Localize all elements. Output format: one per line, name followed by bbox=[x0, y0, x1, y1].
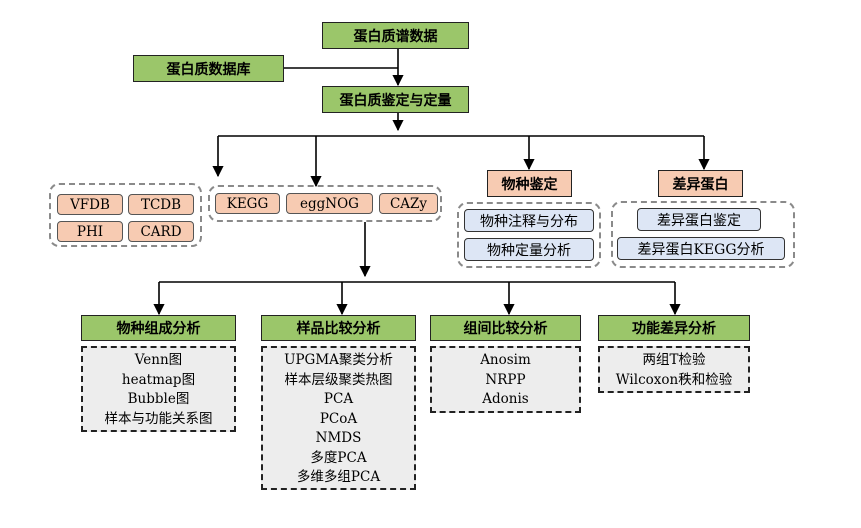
protein-identification-label: 蛋白质鉴定与定量 bbox=[339, 92, 452, 109]
analysis-title: 功能差异分析 bbox=[632, 321, 716, 337]
protein-ms-data-label: 蛋白质谱数据 bbox=[353, 28, 438, 45]
analysis-items-box: Venn图 heatmap图 Bubble图 样本与功能关系图 bbox=[81, 346, 236, 432]
analysis-item: 样本层级聚类热图 bbox=[284, 371, 393, 388]
database-label: CAZy bbox=[389, 195, 428, 212]
species-item: 物种注释与分布 bbox=[464, 209, 594, 232]
database-label: TCDB bbox=[140, 196, 182, 213]
analysis-item: PCoA bbox=[319, 410, 358, 427]
differential-protein-label: 差异蛋白 bbox=[672, 176, 729, 193]
database-group-a bbox=[49, 183, 202, 247]
database-pill: eggNOG bbox=[286, 193, 373, 214]
database-label: KEGG bbox=[226, 195, 269, 212]
analysis-item: PCA bbox=[323, 391, 354, 407]
database-label: PHI bbox=[76, 223, 104, 240]
analysis-item: NMDS bbox=[315, 430, 362, 446]
analysis-item: UPGMA聚类分析 bbox=[284, 352, 393, 368]
analysis-item: heatmap图 bbox=[121, 371, 196, 388]
species-item-label: 物种定量分析 bbox=[487, 242, 571, 259]
database-label: eggNOG bbox=[300, 195, 359, 212]
analysis-items-box: Anosim NRPP Adonis bbox=[430, 346, 581, 413]
analysis-item: Adonis bbox=[482, 391, 529, 407]
differential-item: 差异蛋白鉴定 bbox=[637, 208, 761, 231]
species-item-label: 物种注释与分布 bbox=[480, 213, 578, 230]
database-label: VFDB bbox=[70, 196, 110, 213]
differential-protein-box: 差异蛋白 bbox=[658, 170, 743, 197]
analysis-title-box: 物种组成分析 bbox=[81, 315, 236, 341]
analysis-item: NRPP bbox=[485, 371, 526, 388]
analysis-title: 物种组成分析 bbox=[116, 321, 201, 337]
analysis-item: 样本与功能关系图 bbox=[104, 410, 213, 427]
differential-item: 差异蛋白KEGG分析 bbox=[617, 237, 785, 260]
database-pill: CARD bbox=[128, 221, 194, 242]
database-group-b bbox=[208, 185, 442, 222]
analysis-title: 样品比较分析 bbox=[296, 321, 381, 337]
analysis-item: Venn图 bbox=[134, 352, 183, 368]
differential-item-label: 差异蛋白KEGG分析 bbox=[637, 241, 765, 258]
differential-group bbox=[611, 201, 795, 268]
species-group bbox=[457, 202, 601, 268]
protein-database-label: 蛋白质数据库 bbox=[166, 61, 251, 78]
analysis-items-box: 两组T检验 Wilcoxon秩和检验 bbox=[598, 346, 750, 393]
database-pill: TCDB bbox=[128, 194, 194, 215]
database-label: CARD bbox=[140, 223, 182, 240]
analysis-title-box: 样品比较分析 bbox=[261, 315, 416, 341]
analysis-item: 两组T检验 bbox=[642, 352, 706, 368]
analysis-item: 多维多组PCA bbox=[296, 469, 381, 485]
analysis-item: 多度PCA bbox=[310, 449, 367, 466]
analysis-items-box: UPGMA聚类分析 样本层级聚类热图 PCA PCoA NMDS 多度PCA 多… bbox=[261, 346, 416, 490]
species-identification-box: 物种鉴定 bbox=[487, 170, 572, 197]
species-identification-label: 物种鉴定 bbox=[501, 176, 558, 193]
analysis-item: Wilcoxon秩和检验 bbox=[615, 371, 733, 388]
analysis-title: 组间比较分析 bbox=[463, 321, 548, 337]
analysis-title-box: 组间比较分析 bbox=[430, 315, 581, 341]
analysis-item: Bubble图 bbox=[127, 391, 190, 407]
protein-ms-data-box: 蛋白质谱数据 bbox=[322, 22, 469, 49]
species-item: 物种定量分析 bbox=[464, 238, 594, 261]
database-pill: PHI bbox=[57, 221, 123, 242]
differential-item-label: 差异蛋白鉴定 bbox=[657, 212, 741, 229]
database-pill: CAZy bbox=[379, 193, 438, 214]
protein-database-box: 蛋白质数据库 bbox=[133, 55, 284, 82]
analysis-item: Anosim bbox=[480, 352, 531, 368]
analysis-title-box: 功能差异分析 bbox=[598, 315, 750, 341]
protein-identification-box: 蛋白质鉴定与定量 bbox=[322, 86, 469, 113]
database-pill: VFDB bbox=[57, 194, 123, 215]
database-pill: KEGG bbox=[215, 193, 280, 214]
